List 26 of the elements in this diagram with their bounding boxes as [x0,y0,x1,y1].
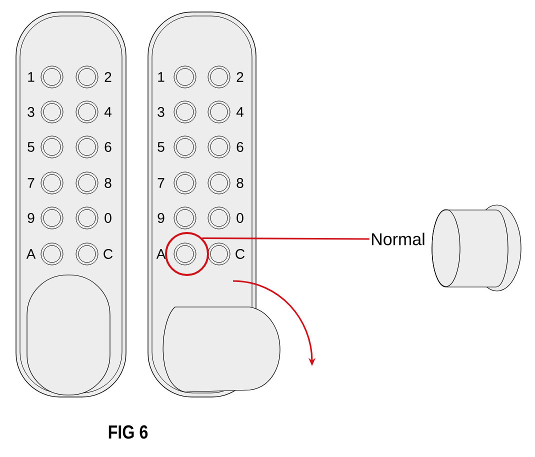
key-label: 7 [158,178,164,188]
key-label: 6 [236,142,244,152]
key-label: 8 [236,178,244,188]
key-label: 9 [28,213,34,223]
callout-text: Normal [372,232,424,246]
key-label: 1 [158,72,164,82]
key-label: 3 [28,107,34,117]
key-label: 0 [236,213,244,223]
key-label: 1 [28,72,34,82]
key-label: 2 [236,72,244,82]
key-label: 4 [104,107,112,117]
key-label: 4 [236,107,244,117]
key-label: 6 [104,142,112,152]
key-label: 8 [104,178,112,188]
key-label: 3 [158,107,164,117]
key-label: 2 [104,72,112,82]
figure-caption: FIG 6 [108,425,148,439]
key-label: 5 [158,142,164,152]
highlight-circle [165,232,209,276]
key-label: C [236,249,245,259]
key-label: 7 [28,178,34,188]
key-label: C [104,249,113,259]
key-label: 9 [158,213,164,223]
key-label: 0 [104,213,112,223]
key-label: A [26,249,36,259]
key-label: 5 [28,142,34,152]
